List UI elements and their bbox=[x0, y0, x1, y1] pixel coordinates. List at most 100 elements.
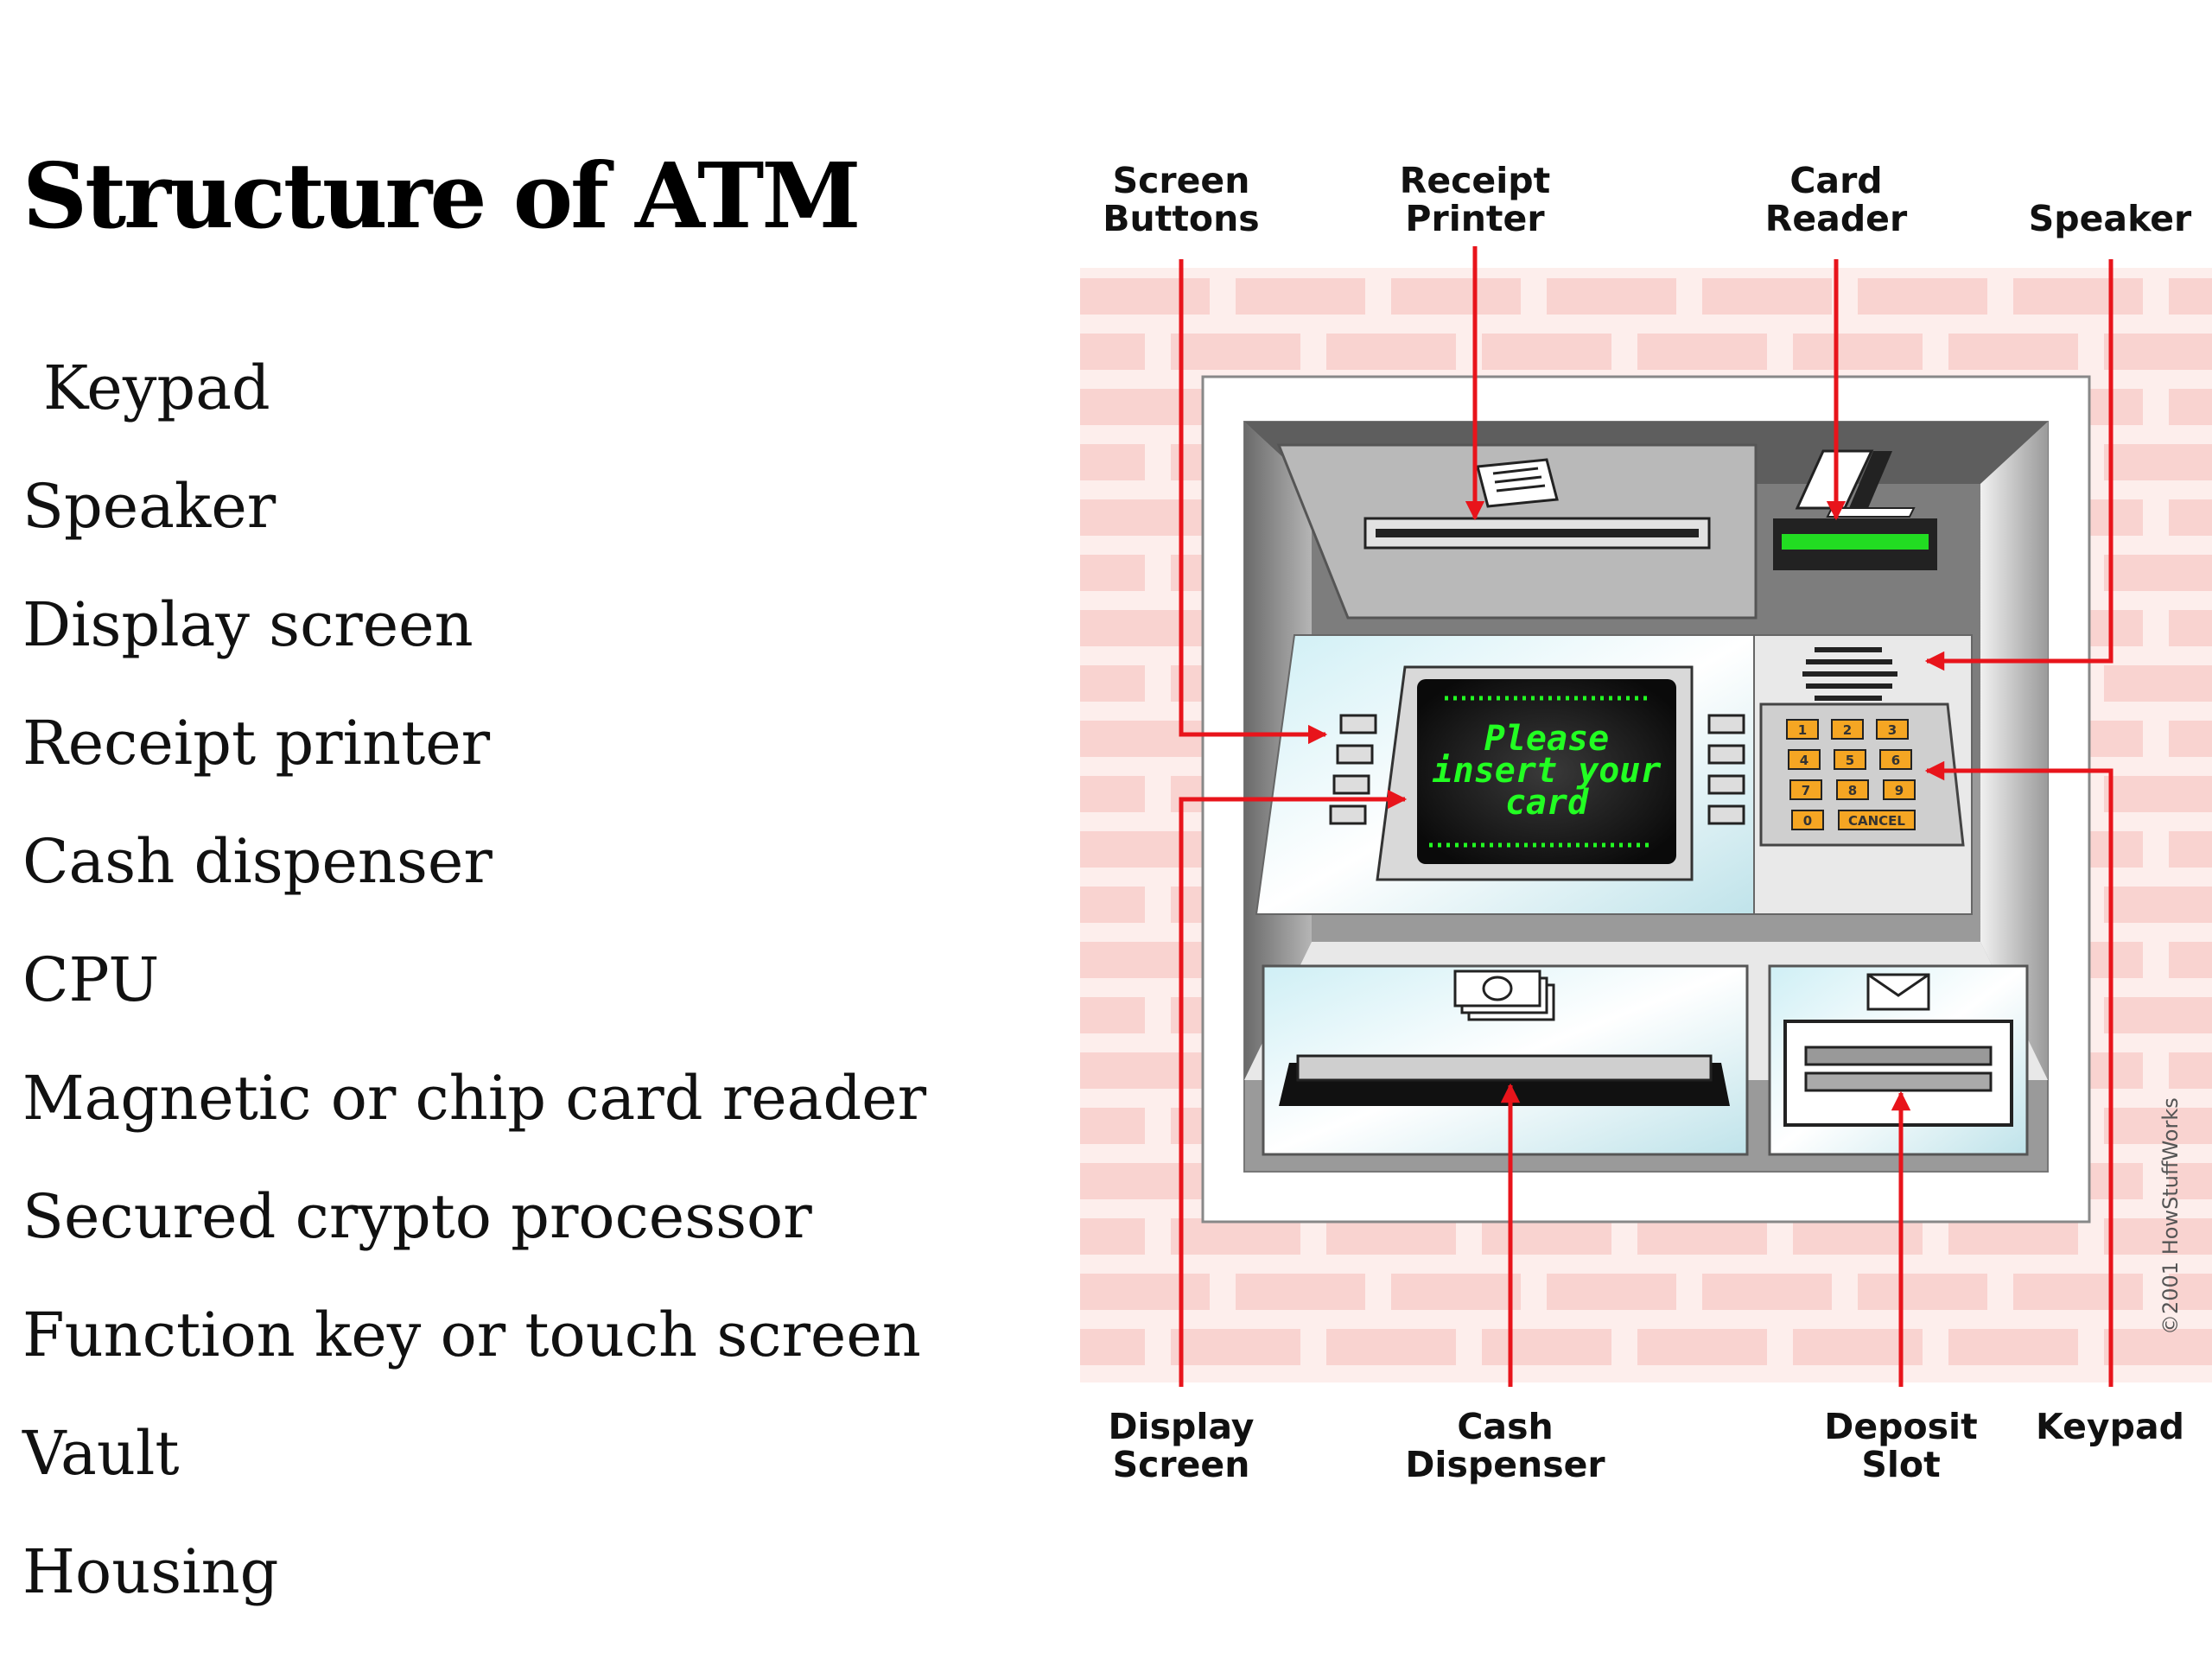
screen-buttons-left bbox=[1329, 714, 1377, 825]
brick bbox=[2169, 942, 2212, 978]
part-item: Cash dispenser bbox=[22, 826, 493, 897]
arrow-screen-buttons bbox=[1179, 259, 1328, 745]
keypad-key bbox=[1791, 810, 1824, 830]
brick bbox=[1326, 1218, 1456, 1255]
slide-title: Structure of ATM bbox=[22, 143, 861, 249]
brick bbox=[1171, 334, 1300, 370]
keypad-key bbox=[1879, 749, 1912, 770]
brick bbox=[1637, 1329, 1767, 1365]
brick bbox=[1080, 665, 1145, 702]
top-labels: Screen Buttons Receipt Printer Card Read… bbox=[1103, 160, 2192, 239]
brick bbox=[2169, 1052, 2212, 1089]
label-display-screen: Screen bbox=[1113, 1444, 1250, 1485]
brick bbox=[1080, 555, 1145, 591]
label-deposit-slot: Slot bbox=[1861, 1444, 1940, 1485]
keypad-key-label: 0 bbox=[1803, 813, 1812, 829]
brick bbox=[2169, 278, 2212, 315]
keypad-key bbox=[1838, 810, 1916, 830]
brick bbox=[1080, 1218, 1145, 1255]
brick bbox=[2104, 776, 2212, 812]
arrow-speaker bbox=[1924, 259, 2113, 671]
keypad-key-label: 3 bbox=[1888, 722, 1897, 738]
brick bbox=[1236, 1274, 1365, 1310]
brick bbox=[2169, 1163, 2212, 1199]
keypad-key bbox=[1789, 779, 1822, 800]
label-card-reader: Reader bbox=[1765, 198, 1908, 239]
brick bbox=[2013, 278, 2143, 315]
brick bbox=[1080, 1163, 1210, 1199]
brick bbox=[1080, 278, 1210, 315]
part-item: Secured crypto processor bbox=[22, 1181, 812, 1252]
label-cash-dispenser: Cash bbox=[1457, 1406, 1553, 1447]
brick bbox=[1080, 334, 1145, 370]
label-receipt-printer: Printer bbox=[1405, 198, 1545, 239]
label-keypad: Keypad bbox=[2036, 1406, 2184, 1447]
brick bbox=[2169, 610, 2212, 646]
brick bbox=[2104, 887, 2212, 923]
brick bbox=[1948, 1329, 2078, 1365]
label-card-reader: Card bbox=[1789, 160, 1882, 201]
part-item: Speaker bbox=[22, 471, 276, 542]
brick bbox=[1236, 278, 1365, 315]
part-item: Display screen bbox=[22, 589, 474, 660]
label-cash-dispenser: Dispenser bbox=[1405, 1444, 1605, 1485]
brick bbox=[1391, 278, 1521, 315]
brick bbox=[1080, 1052, 1210, 1089]
brick bbox=[2169, 499, 2212, 536]
brick bbox=[1080, 499, 1210, 536]
brick bbox=[1547, 1274, 1676, 1310]
brick bbox=[1948, 1218, 2078, 1255]
keypad-key-label: 7 bbox=[1802, 783, 1810, 798]
receipt-icon bbox=[1476, 458, 1559, 508]
arrow-display-screen bbox=[1179, 789, 1408, 1387]
receipt-printer bbox=[1276, 443, 1758, 620]
arrow-keypad bbox=[1924, 760, 2113, 1387]
screen-message-line: insert your bbox=[1433, 751, 1662, 791]
keypad-key-label: 1 bbox=[1798, 722, 1807, 738]
copyright-text: ©2001 HowStuffWorks bbox=[2158, 1097, 2183, 1335]
keypad-key bbox=[1788, 749, 1821, 770]
brick bbox=[1080, 721, 1210, 757]
brick bbox=[2013, 1274, 2143, 1310]
part-item: CPU bbox=[22, 944, 160, 1015]
brick bbox=[1858, 1274, 1987, 1310]
display-screen: Please insert your card bbox=[1376, 665, 1694, 881]
label-deposit-slot: Deposit bbox=[1824, 1406, 1977, 1447]
part-item: Keypad bbox=[43, 353, 270, 423]
screen-buttons-right bbox=[1707, 714, 1745, 825]
keypad-key bbox=[1831, 719, 1864, 740]
brick bbox=[1080, 1274, 1210, 1310]
brick bbox=[1547, 278, 1676, 315]
label-speaker: Speaker bbox=[2029, 198, 2192, 239]
display-panel: Please insert your card bbox=[1255, 634, 1758, 915]
brick bbox=[2104, 1108, 2212, 1144]
brick bbox=[1080, 887, 1145, 923]
brick bbox=[1637, 1218, 1767, 1255]
brick bbox=[1482, 1218, 1611, 1255]
screen-message-line: card bbox=[1505, 783, 1589, 823]
keypad-key bbox=[1883, 779, 1916, 800]
envelope-icon bbox=[1866, 973, 1930, 1011]
keypad-key-label: 6 bbox=[1891, 753, 1900, 768]
brick bbox=[1702, 278, 1832, 315]
keypad-key bbox=[1834, 749, 1866, 770]
brick bbox=[1702, 1274, 1832, 1310]
brick bbox=[2169, 831, 2212, 868]
brick bbox=[2169, 389, 2212, 425]
part-item: Function key or touch screen bbox=[22, 1300, 921, 1370]
speaker-grille bbox=[1802, 647, 1897, 701]
brick bbox=[1793, 334, 1923, 370]
brick bbox=[1080, 610, 1210, 646]
part-item: Housing bbox=[22, 1536, 279, 1607]
brick bbox=[2104, 444, 2212, 480]
keypad-key bbox=[1786, 719, 1819, 740]
atm-parts-list: Keypad Speaker Display screen Receipt pr… bbox=[22, 350, 926, 1652]
brick bbox=[1482, 1329, 1611, 1365]
keypad-key-label: 4 bbox=[1800, 753, 1808, 768]
part-item: Receipt printer bbox=[22, 708, 491, 779]
keypad-key-label: 8 bbox=[1848, 783, 1857, 798]
label-screen-buttons: Screen bbox=[1113, 160, 1250, 201]
callout-arrows bbox=[1179, 246, 2113, 1387]
